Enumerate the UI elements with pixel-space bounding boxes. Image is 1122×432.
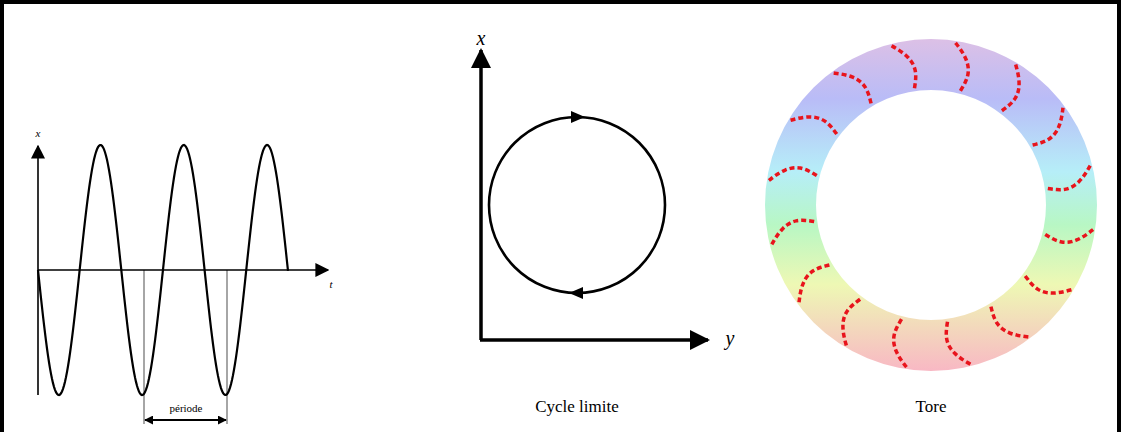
trajectory (843, 299, 861, 346)
axis-label: y (726, 328, 735, 348)
period-label: période (170, 403, 203, 414)
trajectory (1044, 230, 1093, 243)
panel-caption: Tore (916, 398, 947, 415)
trajectory (834, 73, 872, 104)
period-tick (227, 270, 228, 424)
trajectory (1047, 166, 1090, 190)
trajectory (991, 306, 1029, 337)
trajectory (799, 265, 830, 303)
limit-cycle (489, 117, 665, 293)
axis-label: x (477, 28, 486, 48)
sine-wave (38, 145, 288, 395)
torus (765, 39, 1097, 371)
trajectory (791, 117, 838, 135)
trajectory (1032, 108, 1063, 146)
trajectory (772, 220, 815, 244)
cycle-arrowhead (571, 111, 585, 123)
trajectory (946, 321, 970, 364)
trajectory (1025, 275, 1072, 293)
trajectory (894, 318, 907, 367)
trajectory (1001, 65, 1019, 112)
cycle-arrowhead (569, 287, 583, 299)
axis-label: t (329, 279, 332, 290)
y-axis (480, 338, 708, 342)
trajectory (956, 43, 969, 92)
period-tick (144, 270, 145, 424)
x-axis (479, 50, 483, 340)
t-axis (38, 269, 328, 271)
trajectory (892, 46, 916, 89)
period-arrow (145, 419, 226, 421)
trajectory (769, 168, 818, 181)
axis-label: x (36, 128, 41, 139)
panel-caption: Cycle limite (535, 398, 619, 415)
